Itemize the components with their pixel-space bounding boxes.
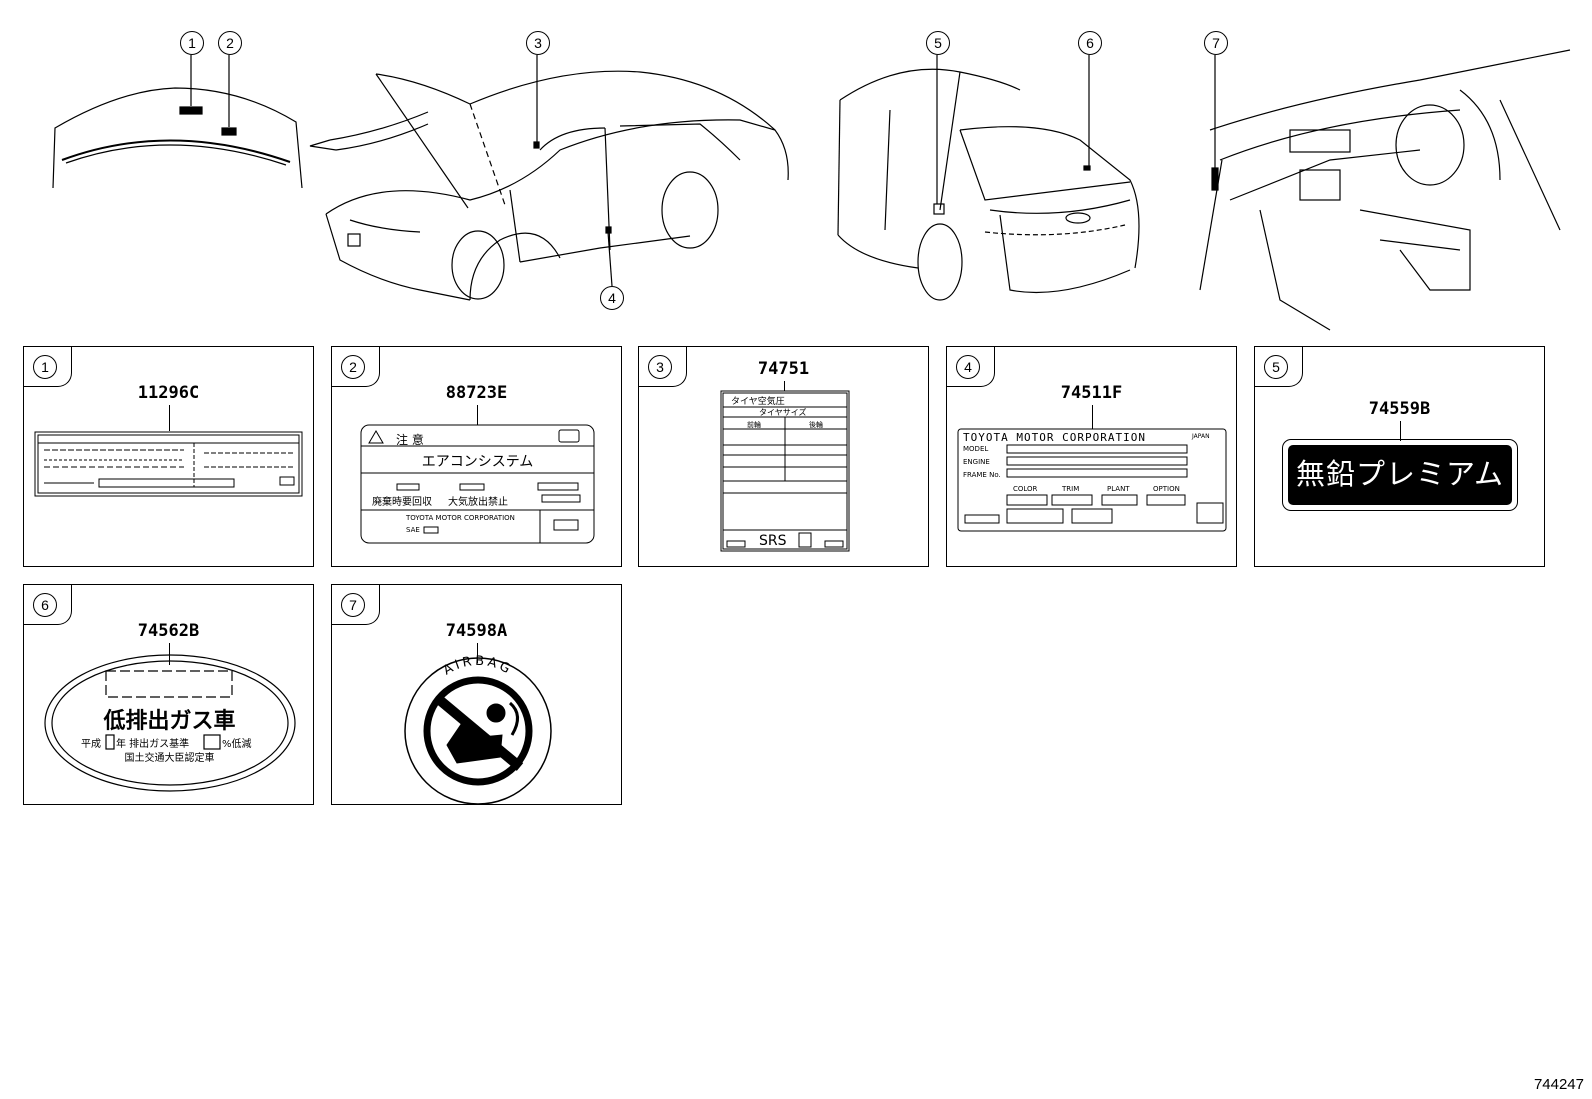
standard-prefix: 平成 (81, 739, 101, 750)
car-interior-view (1199, 49, 1571, 331)
part-code: 74598A (445, 621, 508, 641)
panel-tab: 3 (639, 347, 687, 387)
direction-arrow (309, 111, 429, 151)
label-panel-2: 2 88723E 注 意 エアコンシステム 廃棄時要回収 大気放出禁止 TOYO… (331, 346, 622, 567)
callout-6: 6 (1078, 31, 1102, 55)
service-label-drawing (34, 431, 303, 497)
label-panel-5: 5 74559B 無鉛プレミアム (1254, 346, 1545, 567)
tire-pressure-label-drawing (720, 390, 850, 552)
system-text: エアコンシステム (421, 454, 534, 470)
reduction-text: %低減 (222, 739, 252, 750)
label-panel-6: 6 74562B 低排出ガス車 平成 年 排出ガス基準 %低減 国土交通大臣認定… (23, 584, 314, 805)
part-code: 74511F (1060, 383, 1123, 403)
callout-1: 1 (180, 31, 204, 55)
plant-label: PLANT (1107, 485, 1130, 493)
hood-closeup (52, 55, 303, 189)
label-panel-4: 4 74511F TOYOTA MOTOR CORPORATION JAPAN … (946, 346, 1237, 567)
callout-5: 5 (926, 31, 950, 55)
color-label: COLOR (1013, 485, 1038, 493)
tire-size: タイヤサイズ (759, 408, 807, 417)
panel-tab: 7 (332, 585, 380, 625)
label-panel-3: 3 74751 タイヤ空気圧 タイヤサイズ 前輪 後輪 SRS (638, 346, 929, 567)
callout-3: 3 (526, 31, 550, 55)
panel-tab: 2 (332, 347, 380, 387)
option-label: OPTION (1153, 485, 1180, 493)
label-panel-7: 7 74598A AIRBAG (331, 584, 622, 805)
caution-text: 注 意 (396, 433, 424, 447)
panel-tab: 4 (947, 347, 995, 387)
part-code: 88723E (445, 383, 508, 403)
release-text: 大気放出禁止 (448, 497, 508, 508)
airbag-warning-drawing: AIRBAG (404, 654, 552, 805)
srs-text: SRS (759, 533, 787, 549)
model-label: MODEL (963, 445, 989, 453)
part-code: 74559B (1368, 399, 1431, 419)
panel-tab: 6 (24, 585, 72, 625)
panel-tab: 5 (1255, 347, 1303, 387)
engine-label: ENGINE (963, 458, 990, 466)
diagram-reference-code: 744247 (1533, 1076, 1584, 1093)
label-panel-1: 1 11296C (23, 346, 314, 567)
japan-text: JAPAN (1192, 433, 1210, 440)
callout-2: 2 (218, 31, 242, 55)
callout-4: 4 (600, 286, 624, 310)
part-code: 74562B (137, 621, 200, 641)
certification-text: 国土交通大臣認定車 (124, 753, 215, 764)
recovery-text: 廃棄時要回収 (372, 497, 432, 508)
panel-tab: 1 (24, 347, 72, 387)
maker-text: TOYOTA MOTOR CORPORATION (963, 431, 1146, 444)
tire-title: タイヤ空気圧 (731, 397, 785, 407)
sae-text: SAE (406, 526, 420, 534)
standard-text: 年 排出ガス基準 (116, 739, 190, 750)
part-code: 74751 (757, 359, 810, 379)
unleaded-premium-label: 無鉛プレミアム (1282, 439, 1518, 511)
overview-illustrations (52, 49, 1571, 331)
unleaded-premium-text: 無鉛プレミアム (1288, 445, 1512, 505)
callout-7: 7 (1204, 31, 1228, 55)
maker-text: TOYOTA MOTOR CORPORATION (406, 514, 515, 522)
part-code: 11296C (137, 383, 200, 403)
trim-label: TRIM (1062, 485, 1080, 493)
low-emission-label-drawing (44, 654, 296, 792)
front-label: 前輪 (747, 421, 761, 429)
ac-label-drawing (360, 424, 595, 544)
car-rear-view (837, 55, 1140, 301)
svg-text:AIRBAG: AIRBAG (441, 654, 515, 679)
airbag-ring-text: AIRBAG (441, 654, 512, 679)
frame-label: FRAME No. (963, 471, 1001, 479)
rear-label: 後輪 (809, 421, 823, 429)
vin-plate-drawing (957, 428, 1227, 532)
low-emission-headline: 低排出ガス車 (103, 709, 236, 734)
car-front-view (325, 55, 789, 301)
